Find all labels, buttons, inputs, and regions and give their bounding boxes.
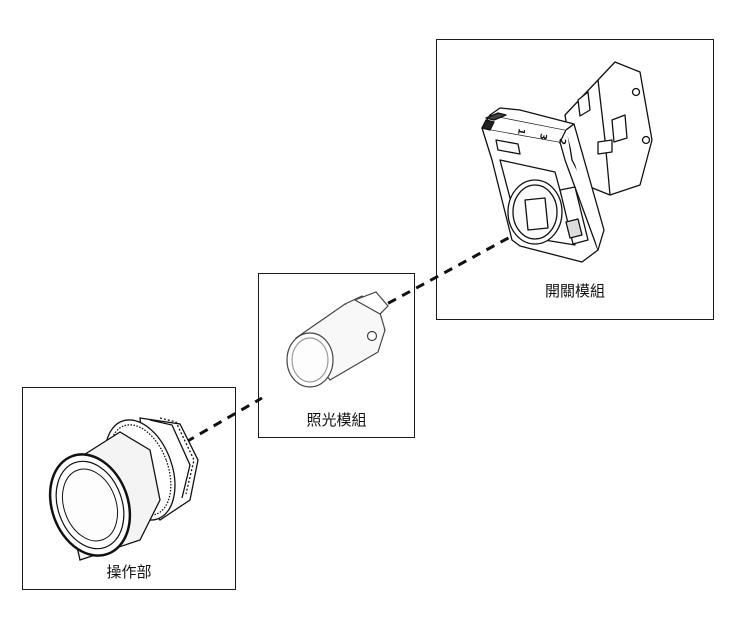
switch-module-label: 開關模組 xyxy=(544,282,605,300)
switch-mark-1: 1 xyxy=(515,127,526,135)
connector-operator-to-light xyxy=(185,396,263,444)
connector-light-to-switch xyxy=(373,234,513,313)
light-module-label: 照光模組 xyxy=(306,411,367,429)
light-module-illustration xyxy=(286,291,389,388)
operator-illustration xyxy=(48,417,199,561)
switch-mark-2: 2 xyxy=(556,137,567,145)
switch-module-box: 開關模組 xyxy=(436,39,714,320)
operator-label: 操作部 xyxy=(106,563,152,581)
switch-module-illustration xyxy=(481,61,653,263)
light-module-box: 照光模組 xyxy=(258,273,415,438)
switch-mark-3: 3 xyxy=(537,132,548,140)
